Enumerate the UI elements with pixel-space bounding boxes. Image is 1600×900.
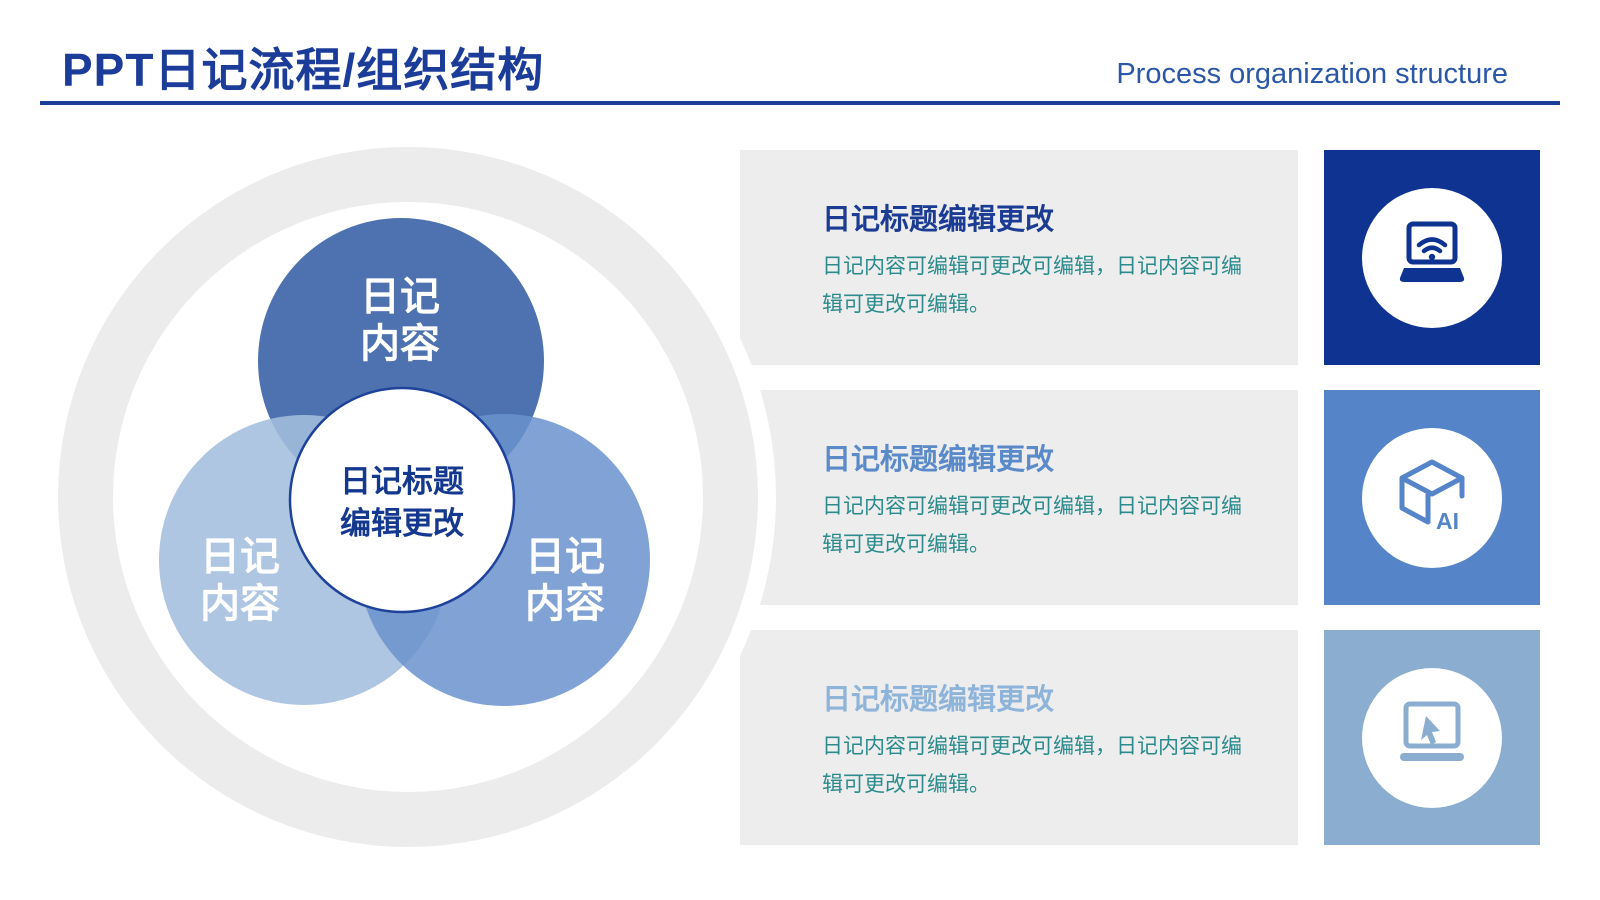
panel-3-title: 日记标题编辑更改	[822, 684, 1055, 716]
panel-2: 日记标题编辑更改 日记内容可编辑可更改可编辑，日记内容可编辑可更改可编辑。	[740, 390, 1298, 605]
page-subtitle: Process organization structure	[1116, 58, 1508, 90]
venn-label-left: 日记 内容	[200, 535, 280, 626]
panel-1-body: 日记内容可编辑可更改可编辑，日记内容可编辑可更改可编辑。	[822, 255, 1242, 316]
icon-box-3	[1324, 630, 1540, 845]
panel-2-title: 日记标题编辑更改	[822, 444, 1055, 476]
laptop-cursor-icon	[1400, 701, 1464, 761]
venn-label-center: 日记标题 编辑更改	[340, 464, 464, 541]
venn-diagram	[58, 147, 758, 847]
panel-1-title: 日记标题编辑更改	[822, 204, 1055, 236]
panel-2-body: 日记内容可编辑可更改可编辑，日记内容可编辑可更改可编辑。	[822, 495, 1242, 556]
laptop-wifi-icon	[1399, 221, 1465, 282]
icon-circle-2: AI	[1362, 427, 1502, 568]
panel-3: 日记标题编辑更改 日记内容可编辑可更改可编辑，日记内容可编辑可更改可编辑。	[740, 630, 1298, 845]
icon-circle-3	[1362, 667, 1502, 808]
header-divider	[40, 101, 1560, 105]
icon-circle-1	[1362, 187, 1502, 328]
venn-label-top: 日记 内容	[360, 275, 440, 366]
venn-label-right: 日记 内容	[525, 535, 605, 626]
page-title: PPT日记流程/组织结构	[62, 44, 545, 96]
icon-box-2: AI	[1324, 390, 1540, 605]
panel-3-body: 日记内容可编辑可更改可编辑，日记内容可编辑可更改可编辑。	[822, 735, 1242, 796]
ai-cube-icon: AI	[1399, 459, 1465, 534]
panel-1: 日记标题编辑更改 日记内容可编辑可更改可编辑，日记内容可编辑可更改可编辑。	[740, 150, 1298, 365]
venn-center-circle	[288, 386, 516, 614]
ai-label: AI	[1436, 508, 1459, 534]
icon-box-1	[1324, 150, 1540, 365]
